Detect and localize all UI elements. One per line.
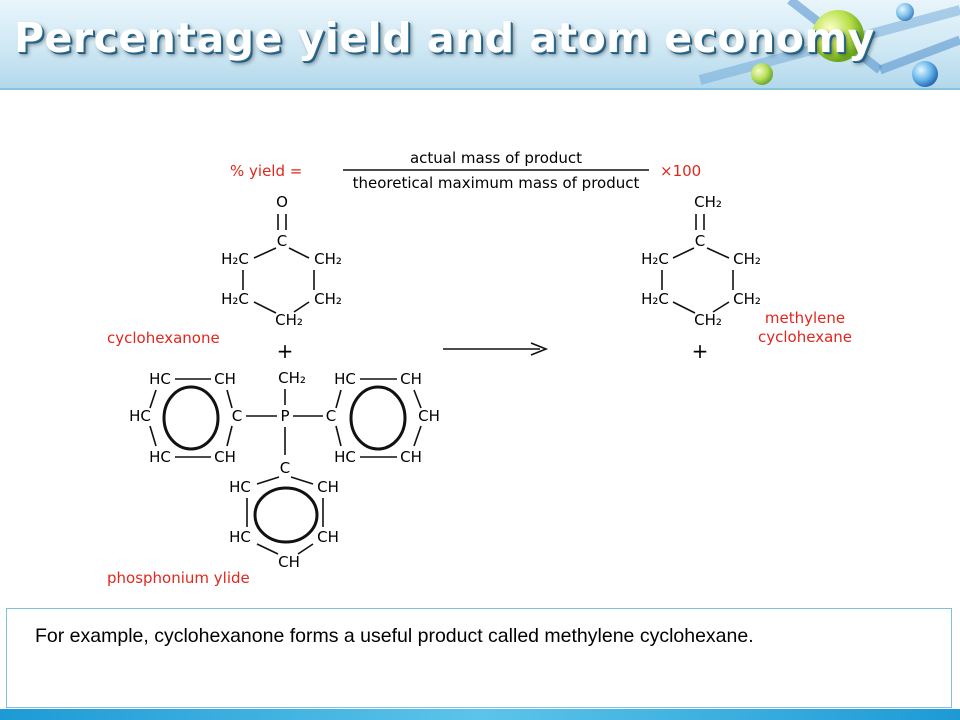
header-decoration bbox=[698, 0, 960, 87]
bottom-phenyl-ring: C HC CH HC CH CH bbox=[229, 459, 339, 571]
atom-ch2: CH₂ bbox=[694, 311, 722, 329]
atom-hc: HC bbox=[334, 370, 356, 388]
equation-lhs: % yield = bbox=[230, 162, 302, 180]
atom-c: C bbox=[326, 407, 336, 425]
small-green-sphere-icon bbox=[751, 63, 773, 85]
atom-ch2: CH₂ bbox=[314, 250, 342, 268]
footer-bar bbox=[0, 709, 960, 720]
label-cyclohexanone: cyclohexanone bbox=[107, 329, 220, 347]
plus-sign: + bbox=[277, 339, 294, 363]
atom-ch2: CH₂ bbox=[275, 311, 303, 329]
cyclohexanone-structure: O C H₂C CH₂ H₂C CH₂ CH₂ cyclohexanone bbox=[107, 193, 342, 347]
slide-title: Percentage yield and atom economy bbox=[14, 14, 875, 62]
atom-hc: HC bbox=[334, 448, 356, 466]
equation-multiplier: ×100 bbox=[660, 162, 701, 180]
label-methylene: methylene bbox=[765, 309, 845, 327]
atom-c: C bbox=[695, 232, 705, 250]
yield-equation: % yield = actual mass of product theoret… bbox=[230, 149, 701, 192]
equation-denominator: theoretical maximum mass of product bbox=[353, 174, 640, 192]
atom-c: C bbox=[232, 407, 242, 425]
reaction-diagram: % yield = actual mass of product theoret… bbox=[107, 149, 852, 587]
atom-ch2: CH₂ bbox=[314, 290, 342, 308]
atom-phosphorus: P bbox=[280, 407, 289, 425]
equation-numerator: actual mass of product bbox=[410, 149, 582, 167]
plus-sign: + bbox=[692, 339, 709, 363]
atom-hc: HC bbox=[149, 370, 171, 388]
caption-text: For example, cyclohexanone forms a usefu… bbox=[35, 625, 754, 647]
atom-carbonyl-c: C bbox=[277, 232, 287, 250]
phosphonium-ylide-structure: CH₂ P HC CH HC C HC CH HC CH C CH bbox=[107, 369, 440, 587]
slide-header: Percentage yield and atom economy bbox=[0, 0, 960, 88]
atom-ch2: CH₂ bbox=[733, 290, 761, 308]
header-divider bbox=[0, 88, 960, 90]
atom-ch: CH bbox=[317, 478, 339, 496]
label-cyclohexane: cyclohexane bbox=[758, 328, 852, 346]
atom-c: C bbox=[280, 459, 290, 477]
atom-h2c: H₂C bbox=[641, 250, 669, 268]
atom-h2c: H₂C bbox=[221, 290, 249, 308]
right-phenyl-ring: HC CH C CH HC CH bbox=[326, 370, 440, 466]
atom-ch: CH bbox=[400, 448, 422, 466]
label-phosphonium-ylide: phosphonium ylide bbox=[107, 569, 250, 587]
atom-oxygen: O bbox=[276, 193, 288, 211]
atom-hc: HC bbox=[229, 528, 251, 546]
atom-ch2: CH₂ bbox=[278, 369, 306, 387]
atom-ch2: CH₂ bbox=[733, 250, 761, 268]
small-blue-sphere-icon bbox=[896, 3, 914, 21]
atom-hc: HC bbox=[149, 448, 171, 466]
atom-ch: CH bbox=[317, 528, 339, 546]
atom-ch: CH bbox=[214, 448, 236, 466]
atom-ch2: CH₂ bbox=[694, 193, 722, 211]
atom-ch: CH bbox=[214, 370, 236, 388]
atom-ch: CH bbox=[400, 370, 422, 388]
blue-sphere-icon bbox=[912, 61, 938, 87]
atom-hc: HC bbox=[129, 407, 151, 425]
atom-ch: CH bbox=[278, 553, 300, 571]
reaction-arrow bbox=[443, 342, 549, 356]
methylene-cyclohexane-structure: CH₂ C H₂C CH₂ H₂C CH₂ CH₂ methylene cycl… bbox=[641, 193, 852, 346]
atom-h2c: H₂C bbox=[221, 250, 249, 268]
caption-box: For example, cyclohexanone forms a usefu… bbox=[6, 608, 952, 708]
atom-hc: HC bbox=[229, 478, 251, 496]
atom-h2c: H₂C bbox=[641, 290, 669, 308]
green-sphere-icon bbox=[812, 10, 864, 62]
atom-ch: CH bbox=[418, 407, 440, 425]
left-phenyl-ring: HC CH HC C HC CH bbox=[129, 370, 242, 466]
